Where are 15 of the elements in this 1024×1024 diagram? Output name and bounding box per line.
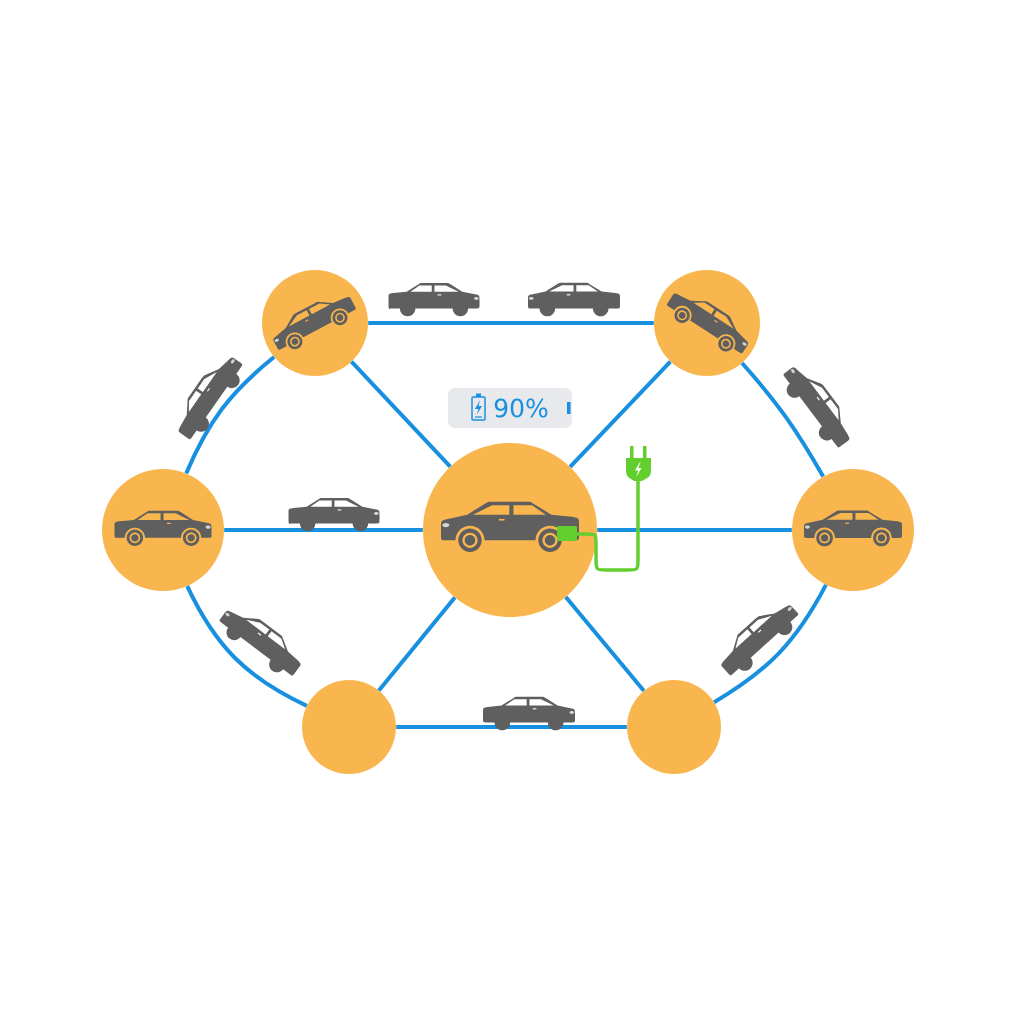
connector-line: [564, 595, 646, 692]
connector-line: [396, 725, 627, 729]
circle-node: [302, 680, 396, 774]
connector-line: [597, 528, 792, 532]
connector-line: [740, 361, 825, 478]
connector-line: [224, 528, 423, 532]
connector-line: [713, 583, 828, 704]
connector-line: [377, 596, 457, 692]
connector-line: [568, 360, 672, 469]
battery-badge: 90%: [448, 388, 572, 428]
connector-line: [368, 321, 654, 325]
connector-line: [350, 360, 452, 468]
connector-line: [185, 585, 308, 708]
connector-line: [184, 355, 276, 475]
circle-node: [627, 680, 721, 774]
